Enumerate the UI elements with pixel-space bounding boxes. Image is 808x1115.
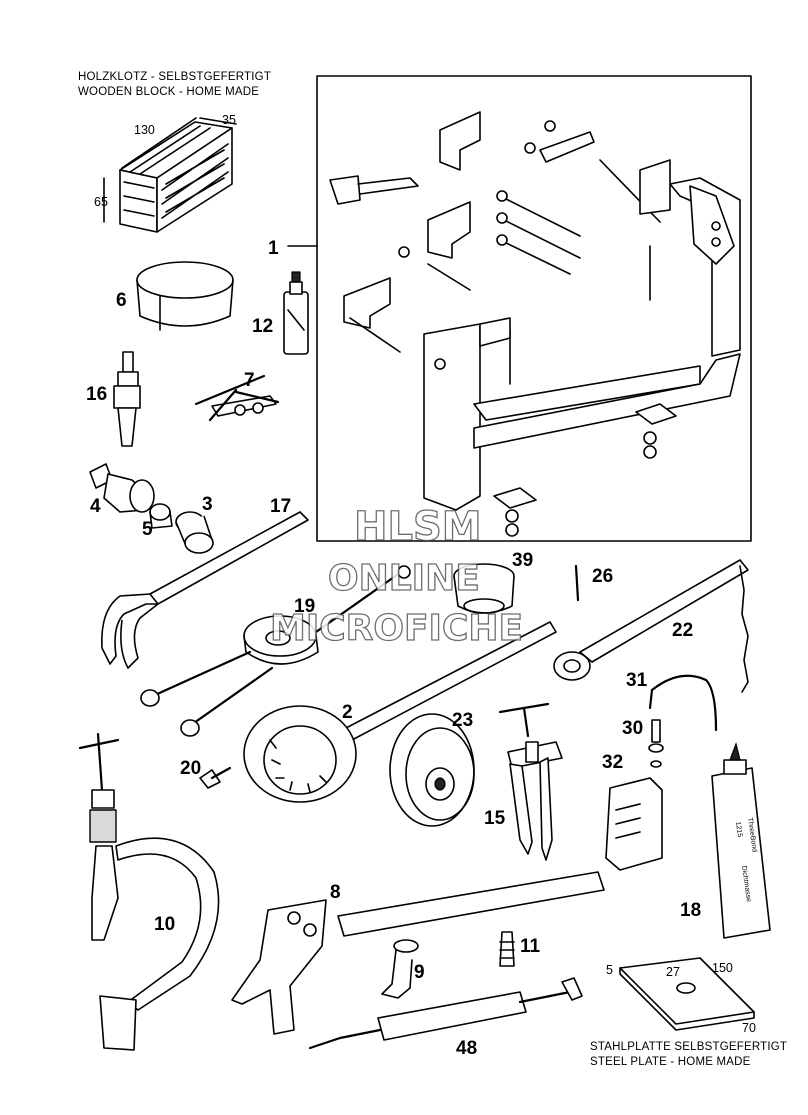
- wooden-block-width-dim: 35: [222, 113, 236, 127]
- part-number-22: 22: [672, 620, 693, 641]
- part-39-cup: [453, 563, 515, 614]
- wooden-block-group: HOLZKLOTZ - SELBSTGEFERTIGT WOODEN BLOCK…: [78, 71, 271, 233]
- part-number-20: 20: [180, 758, 201, 779]
- part-callouts: 1 2 3 4 5 6 7 8 9 10 11 12 15 16 17 18 1…: [86, 238, 701, 1059]
- part-number-11: 11: [520, 936, 541, 957]
- part-number-12: 12: [252, 316, 273, 337]
- part-10-press: [78, 732, 220, 1051]
- part-2-ring-spanner: [243, 621, 557, 803]
- part-number-6: 6: [116, 290, 127, 311]
- part-20-bolt: [199, 766, 232, 789]
- part-number-17: 17: [270, 496, 291, 517]
- tube-code-text: 1215: [734, 821, 743, 838]
- part-number-2: 2: [342, 702, 353, 723]
- part-number-31: 31: [626, 670, 648, 691]
- part-number-23: 23: [452, 710, 473, 731]
- steel-plate-label-en: STEEL PLATE - HOME MADE: [590, 1056, 751, 1068]
- part-26-pin: [574, 564, 580, 602]
- part-9-clip: [381, 939, 419, 999]
- steel-plate-thickness-dim: 5: [606, 963, 613, 977]
- part-number-5: 5: [142, 519, 153, 540]
- part-number-9: 9: [414, 962, 425, 983]
- part-22-chain-wrench: [553, 559, 749, 693]
- part-5-sleeve: [149, 503, 173, 529]
- part-number-8: 8: [330, 882, 341, 903]
- part-number-4: 4: [90, 496, 101, 517]
- oil-bottle: [605, 777, 663, 871]
- part-8-bracket: [231, 871, 605, 1035]
- tube-brand-text: ThreeBond: [746, 817, 758, 852]
- part-23-flywheel: [389, 713, 475, 827]
- part-4-nut-adapter: [89, 463, 155, 513]
- part-number-16: 16: [86, 384, 107, 405]
- part-16-puller: [113, 351, 141, 447]
- part-number-15: 15: [484, 808, 506, 829]
- part-3-bushing: [175, 511, 214, 554]
- part-19-holder: [140, 565, 411, 737]
- part-17-fork-wrench: [101, 511, 309, 669]
- watermark-line-3: MICROFICHE: [270, 608, 523, 649]
- part-18-sealant-tube: ThreeBond 1215 Dichtmasse: [711, 741, 771, 939]
- part-32-cap: [648, 743, 664, 768]
- steel-plate-label-de: STAHLPLATTE SELBSTGEFERTIGT: [590, 1041, 787, 1053]
- engine-stand-box: [287, 75, 752, 542]
- part-number-39: 39: [512, 550, 533, 571]
- part-number-1: 1: [268, 238, 279, 259]
- part-7-clamp: [194, 374, 280, 422]
- wooden-block-length-dim: 130: [134, 123, 155, 137]
- steel-plate-length-dim: 150: [712, 961, 733, 975]
- wooden-block-label-de: HOLZKLOTZ - SELBSTGEFERTIGT: [78, 71, 271, 83]
- part-number-48: 48: [456, 1038, 477, 1059]
- watermark: HLSM ONLINE MICROFICHE: [269, 503, 523, 649]
- part-number-32: 32: [602, 752, 623, 773]
- part-number-10: 10: [154, 914, 175, 935]
- wooden-block-height-dim: 65: [94, 195, 108, 209]
- part-15-puller: [498, 702, 563, 861]
- part-number-19: 19: [294, 596, 315, 617]
- part-number-18: 18: [680, 900, 701, 921]
- steel-plate-width-dim: 70: [742, 1021, 756, 1035]
- part-30-nipple: [651, 719, 661, 743]
- wooden-block-label-en: WOODEN BLOCK - HOME MADE: [78, 86, 259, 98]
- watermark-line-2: ONLINE: [328, 558, 480, 599]
- watermark-line-1: HLSM: [354, 504, 482, 550]
- part-31-hose: [648, 674, 718, 732]
- part-number-26: 26: [592, 566, 613, 587]
- part-number-3: 3: [202, 494, 213, 515]
- part-11-tool: [499, 931, 515, 967]
- steel-plate-hole-dim: 27: [666, 965, 680, 979]
- part-48-grease-gun: [308, 977, 583, 1050]
- part-number-30: 30: [622, 718, 643, 739]
- part-number-7: 7: [244, 370, 255, 391]
- steel-plate-group: 5 27 150 70 STAHLPLATTE SELBSTGEFERTIGT …: [590, 957, 787, 1068]
- wooden-block-illustration: [103, 117, 237, 233]
- part-6-ring: [136, 261, 234, 331]
- part-12-bottle: [283, 271, 309, 355]
